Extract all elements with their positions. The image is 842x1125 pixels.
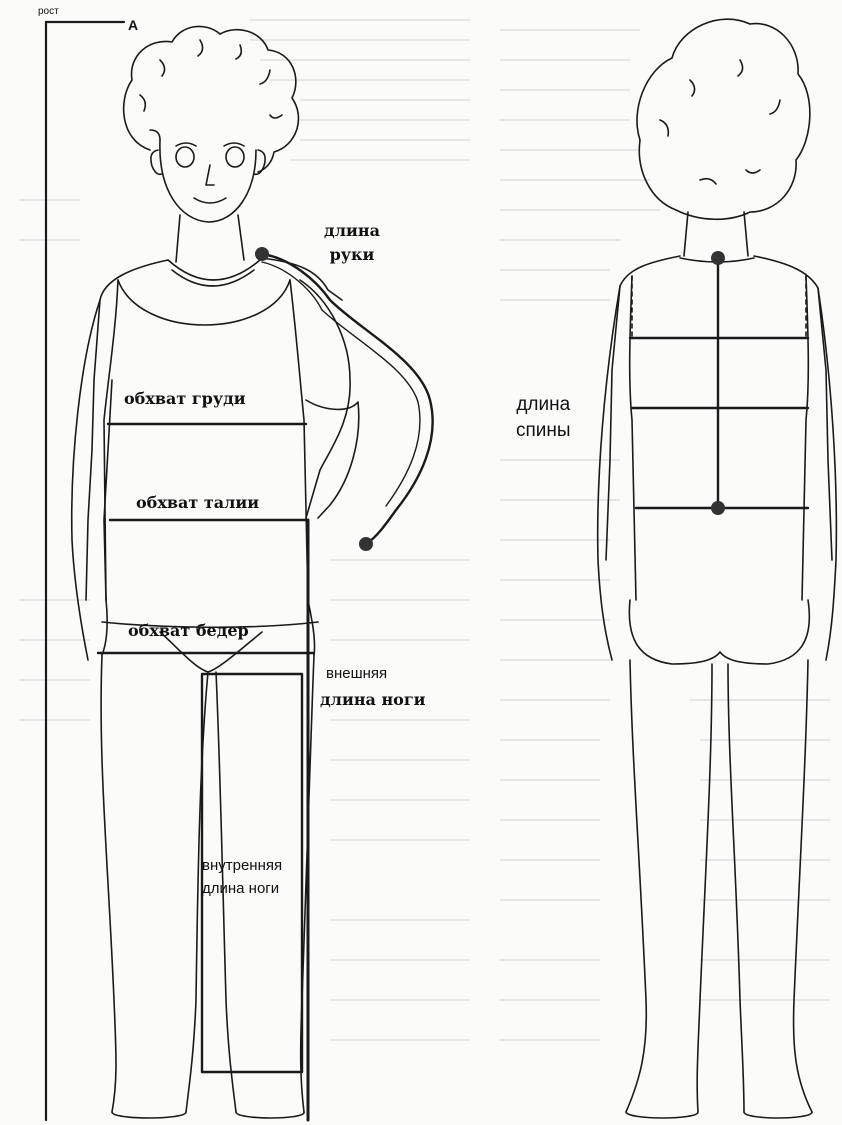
back-hair [637, 19, 810, 219]
inner-leg-label-line2: длина ноги [202, 877, 312, 900]
arm-end-marker [359, 537, 373, 551]
inner-leg-label-line1: внутренняя [202, 854, 312, 877]
inner-leg-label: внутренняя длина ноги [202, 854, 312, 901]
back-length-label-line2: спины [516, 418, 571, 444]
chest-girth-label: обхват груди [124, 390, 246, 408]
arm-length-label-line1: длина [322, 222, 382, 240]
outer-leg-label: внешняя длина ноги [320, 666, 426, 708]
height-point-a: А [128, 18, 138, 33]
back-length-label-line1: длина [516, 392, 571, 418]
back-neck-marker [711, 251, 725, 265]
hip-girth-label: обхват бедер [128, 622, 249, 640]
back-figure [598, 19, 837, 1118]
front-figure [72, 26, 359, 1118]
back-length-label: длина спины [516, 392, 571, 443]
arm-length-line [262, 254, 433, 544]
arm-start-marker [255, 247, 269, 261]
outer-leg-label-line1: внешняя [326, 666, 426, 683]
arm-length-label-line2: руки [322, 246, 382, 264]
front-hair [124, 26, 299, 172]
arm-length-label: длина руки [322, 222, 382, 263]
front-face [160, 140, 256, 222]
outer-leg-label-line2: длина ноги [320, 691, 426, 709]
waist-girth-label: обхват талии [136, 494, 259, 512]
height-label: рост [38, 6, 59, 17]
back-waist-marker [711, 501, 725, 515]
back-measure-lines [630, 258, 808, 508]
